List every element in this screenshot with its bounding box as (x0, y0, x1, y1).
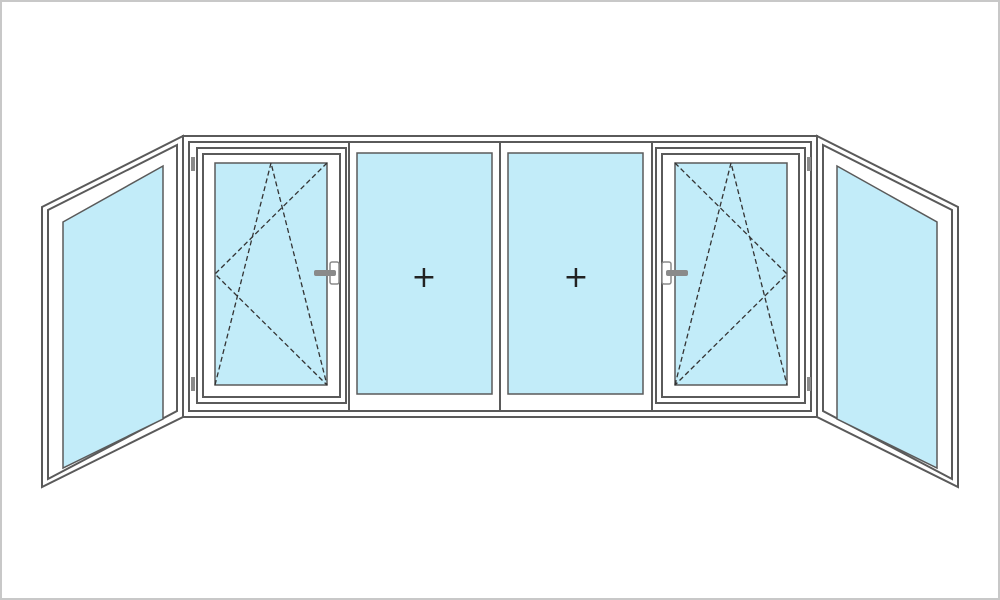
left-side-glass (62, 164, 164, 470)
front-panel-4-sash (655, 147, 811, 404)
right-side-window (816, 134, 959, 489)
fixed-glass-2 (356, 152, 493, 395)
hinge-icon (191, 377, 195, 391)
turn-indicator-4 (674, 162, 788, 386)
right-side-glass (836, 164, 938, 470)
window-handle-icon (661, 261, 688, 285)
front-panel-1-sash (191, 147, 347, 404)
hinge-icon (807, 377, 811, 391)
tilt-indicator-4 (674, 162, 788, 386)
front-panel-2-fixed: + (356, 152, 493, 395)
hinge-icon (191, 157, 195, 171)
turn-indicator-1 (214, 162, 328, 386)
tilt-indicator-1 (214, 162, 328, 386)
sash-glass-4 (674, 162, 788, 386)
sash-glass-1 (214, 162, 328, 386)
fixed-pane-mark: + (411, 260, 436, 295)
window-handle-icon (314, 261, 340, 285)
fixed-pane-mark: + (563, 260, 588, 295)
front-panel-3-fixed: + (507, 152, 644, 395)
hinge-icon (807, 157, 811, 171)
fixed-glass-3 (507, 152, 644, 395)
left-side-window (41, 134, 184, 489)
